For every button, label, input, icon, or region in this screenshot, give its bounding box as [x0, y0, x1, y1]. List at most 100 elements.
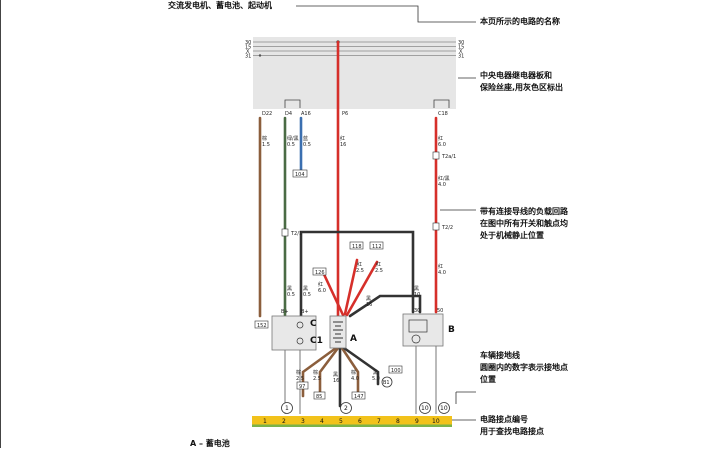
panel-gray-area [253, 37, 456, 109]
ref-label-104: 104 [295, 172, 305, 178]
track-num-2: 2 [282, 418, 286, 425]
wire-battery-red-2 [343, 258, 359, 316]
battery-a: A [329, 315, 357, 349]
connector-label-d22: D22 [262, 111, 272, 117]
central-relay-panel: 30 15 X 31 30 15 X 31 D22 D4 A16 P6 C18 [245, 37, 464, 117]
ref-box-85 [313, 391, 326, 400]
connector-label-a16: A16 [301, 111, 311, 117]
starter-body [402, 313, 444, 347]
ground-point-1-label: 1 [285, 405, 289, 412]
wire-label-p6-size: 16 [340, 142, 346, 148]
wire-ground-g4 [340, 346, 360, 398]
annotation-leaders [296, 5, 476, 421]
pin-t2a-1-label: T2a/1 [441, 154, 456, 160]
track-num-4: 4 [320, 418, 324, 425]
starter-pin-50: 50 [437, 308, 443, 314]
switch-note-line1: 带有连接导线的负载回路 [480, 207, 568, 216]
wire-label-batt-black-size: 16 [366, 302, 372, 308]
ref-label-85: 85 [316, 394, 322, 400]
ground-point-2-label: 2 [344, 405, 348, 412]
starter-motor-symbol [411, 334, 421, 344]
wire-label-g1-size: 2.5 [296, 376, 304, 382]
pin-t2-1-label: T2/1 [290, 231, 302, 237]
legend-battery-a: A – 蓄电池 [190, 439, 230, 448]
bus-label-30-left: 30 [245, 40, 251, 46]
ground-point-10a [419, 402, 431, 414]
wire-label-a16-size: 0.5 [303, 142, 311, 148]
wire-label-g2-size: 2.5 [313, 376, 321, 382]
ref-box-100 [388, 365, 403, 374]
bus-label-15-left: 15 [245, 45, 251, 51]
connector-label-c18: C18 [438, 111, 448, 117]
ground-note-line3: 位置 [480, 375, 496, 384]
reference-boxes: 104 152 126 118 112 100 97 85 147 [254, 169, 403, 400]
wire-label-batt-black-color: 黑 [366, 296, 371, 302]
wire-label-g5-color: 黑 [373, 370, 378, 376]
ground-point-2 [340, 402, 352, 414]
switch-note-line2: 在图中所有开关和触点均 [480, 219, 568, 228]
wire-label-c18-lower-color: 红/黑 [438, 175, 450, 182]
ref-label-100: 100 [391, 368, 401, 374]
wire-battery-red-3 [345, 260, 379, 317]
ground-connection-lines [284, 345, 437, 414]
alternator-pin-b-plus-right: B+ [301, 309, 309, 315]
connector-pins: T2/1 T2/2 T2a/1 [281, 151, 456, 237]
connector-bracket-d4 [284, 99, 301, 108]
wire-label-c-right-color: 黑 [303, 286, 308, 292]
pin-t2-2-box [432, 222, 440, 231]
starter-label-b: B [448, 325, 455, 335]
wire-label-b-black-size: 10 [414, 292, 420, 298]
sensor-b1: B1 [381, 376, 393, 388]
battery-label-a: A [350, 334, 357, 344]
wire-label-batt-red2-color: 红 [357, 261, 362, 268]
wire-label-batt-red3-color: 红 [376, 261, 381, 268]
bus-label-31-left: 31 [245, 54, 251, 60]
wire-label-d4-color: 绿/黑 [287, 135, 299, 142]
wire-ground-g5 [342, 346, 380, 386]
wire-label-g3-size: 16 [333, 378, 339, 384]
alternator-body [271, 315, 317, 351]
ref-box-118 [349, 241, 364, 250]
fuse-panel-note-line1: 中央电器继电器板和 [480, 71, 552, 80]
alternator-c: B+ B+ C C1 [271, 309, 323, 351]
wire-label-c-left-color: 黑 [287, 286, 292, 292]
ground-note-line1: 车辆接地线 [480, 351, 520, 360]
wire-label-batt-red3-size: 2.5 [375, 268, 383, 274]
wire-label-b-black-color: 黑 [414, 286, 419, 292]
wire-battery-black [348, 294, 422, 318]
ground-point-10b-label: 10 [440, 405, 448, 412]
track-num-3: 3 [301, 418, 305, 425]
wire-battery-red-1 [320, 268, 345, 317]
ref-box-147 [351, 391, 366, 400]
sensor-b1-label: B1 [383, 380, 390, 386]
bus-label-15-right: 15 [458, 45, 464, 51]
starter-b: 30 50 B [402, 308, 455, 347]
alternator-terminal-1 [296, 321, 304, 329]
track-num-9: 9 [415, 418, 419, 425]
ground-point-10b [438, 402, 450, 414]
wire-label-c18-size: 6.0 [438, 142, 446, 148]
pin-t2a-1-box [432, 151, 440, 160]
wire-label-g1-color: 棕 [296, 369, 301, 376]
wire-label-c-right-size: 0.5 [303, 292, 311, 298]
ground-point-1 [281, 402, 293, 414]
wire-black-loop [299, 230, 415, 318]
sensor-b1-circle [381, 376, 393, 388]
ref-label-112: 112 [372, 244, 382, 250]
connector-label-p6: P6 [342, 111, 348, 117]
bus-label-31-right: 31 [458, 54, 464, 60]
connector-label-d4: D4 [285, 111, 292, 117]
wire-label-p6-color: 红 [340, 135, 345, 142]
wire-label-a16-color: 蓝 [303, 135, 308, 142]
wire-label-c18-lower-size: 4.0 [438, 182, 446, 188]
alternator-terminal-2 [296, 337, 304, 345]
wire-label-batt-red1-color: 红 [318, 281, 323, 288]
wire-ground-g2 [318, 346, 340, 398]
wire-label-g2-color: 棕 [313, 369, 318, 376]
ref-label-118: 118 [352, 244, 362, 250]
track-num-8: 8 [396, 418, 400, 425]
track-num-6: 6 [358, 418, 362, 425]
connector-bracket-c18 [433, 99, 450, 108]
track-bar-yellow [252, 416, 452, 425]
wire-label-g4-size: 4.0 [351, 376, 359, 382]
